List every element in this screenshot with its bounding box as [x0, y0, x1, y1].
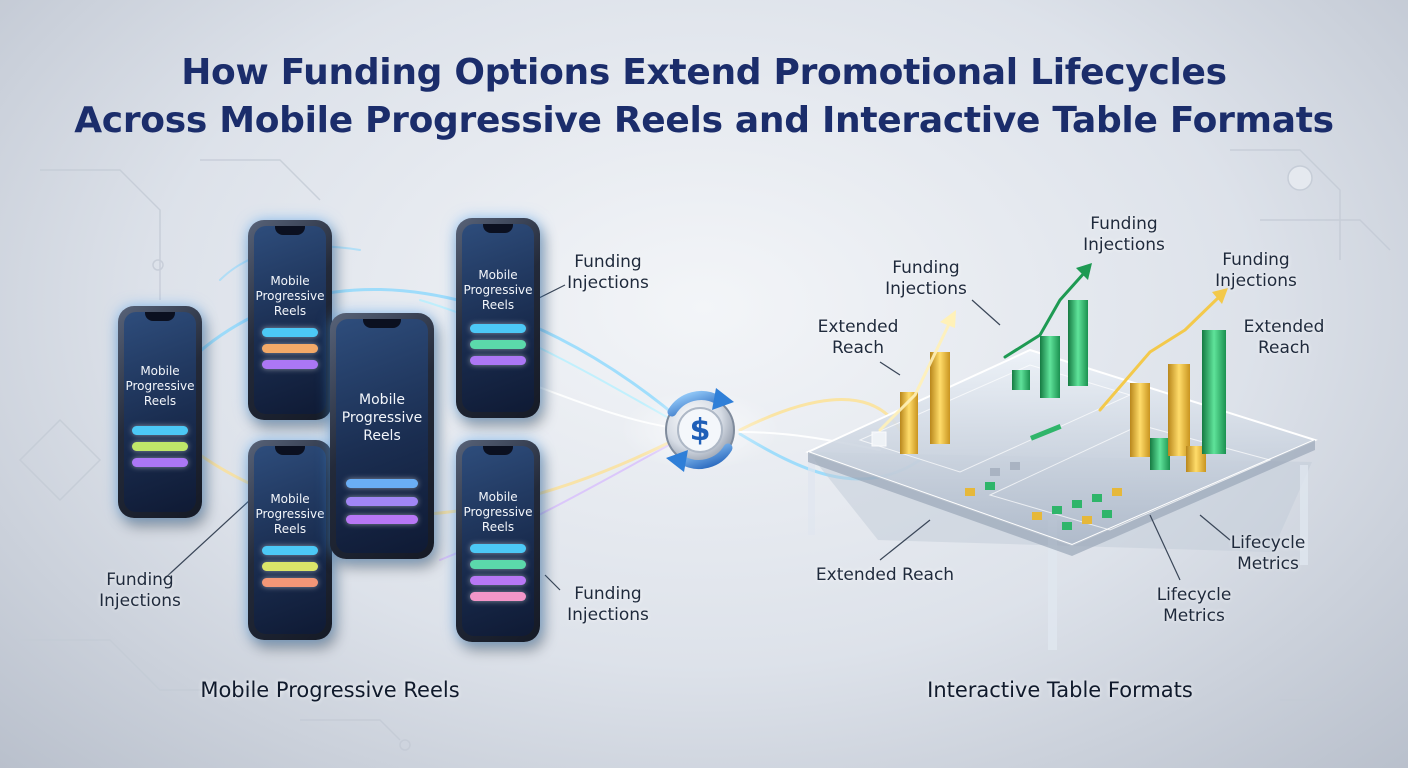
reel-bar-purple — [132, 458, 188, 467]
phone-4: Mobile Progressive Reels — [456, 218, 540, 418]
reel-bar-purple — [262, 360, 318, 369]
bar-chart-3d — [871, 300, 1226, 472]
phone-notch — [274, 446, 306, 455]
phone-notch — [482, 224, 514, 233]
phone-label: Mobile Progressive Reels — [255, 274, 325, 318]
reel-bar-cyan — [470, 544, 526, 553]
reel-bar-violet — [470, 592, 526, 601]
page-title-line-1: How Funding Options Extend Promotional L… — [181, 52, 1227, 93]
extended-reach-label-right: Extended Reach — [1243, 317, 1325, 358]
reel-bar-cyan — [132, 426, 188, 435]
extended-reach-label-left: Extended Reach — [817, 317, 899, 358]
bar-green-3 — [1068, 300, 1088, 386]
phone-center: Mobile Progressive Reels — [330, 313, 434, 559]
callout-lines — [162, 284, 1231, 591]
trend-arrows — [878, 263, 1228, 432]
phone-2: Mobile Progressive Reels — [248, 220, 332, 420]
reel-bar-orange — [262, 344, 318, 353]
reel-bar-green — [470, 560, 526, 569]
reel-bar-violet — [346, 515, 418, 524]
svg-text:$: $ — [690, 413, 711, 448]
funding-injections-label-left-bottom: Funding Injections — [99, 570, 181, 611]
section-label-mobile-reels: Mobile Progressive Reels — [200, 678, 460, 702]
reel-bar-cyan — [262, 546, 318, 555]
bar-green-5 — [1202, 330, 1226, 454]
phone-notch — [144, 312, 176, 321]
page-title-line-2: Across Mobile Progressive Reels and Inte… — [74, 100, 1334, 141]
funding-injections-label-right-1: Funding Injections — [885, 258, 967, 299]
bar-green-2 — [1040, 336, 1060, 398]
phone-1: Mobile Progressive Reels — [118, 306, 202, 518]
phone-label: Mobile Progressive Reels — [255, 492, 325, 536]
bar-green-1 — [1012, 370, 1030, 390]
funding-injections-label-right-3: Funding Injections — [1215, 250, 1297, 291]
bar-gold-2 — [930, 352, 950, 444]
reel-bar-yellow — [262, 562, 318, 571]
section-label-interactive-tables: Interactive Table Formats — [927, 678, 1193, 702]
funding-injections-label-left-lower: Funding Injections — [567, 584, 649, 625]
phone-screen: Mobile Progressive Reels — [254, 446, 326, 634]
lifecycle-metrics-label-2: Lifecycle Metrics — [1156, 585, 1232, 626]
phone-label: Mobile Progressive Reels — [341, 392, 423, 444]
bar-gold-5 — [1186, 446, 1206, 472]
phone-label: Mobile Progressive Reels — [125, 364, 195, 408]
reel-bar-cyan — [470, 324, 526, 333]
reel-bar-green — [470, 340, 526, 349]
cube-small — [871, 431, 887, 447]
bar-green-4 — [1150, 438, 1170, 470]
phone-notch — [274, 226, 306, 235]
phone-5: Mobile Progressive Reels — [456, 440, 540, 642]
phone-screen: Mobile Progressive Reels — [336, 319, 428, 553]
lifecycle-metrics-label-1: Lifecycle Metrics — [1230, 533, 1306, 574]
phone-screen: Mobile Progressive Reels — [462, 224, 534, 412]
reel-bar-purple — [470, 356, 526, 365]
reel-bar-cyan — [346, 479, 418, 488]
circuit-background — [18, 149, 1391, 751]
phone-notch — [482, 446, 514, 455]
bar-gold-3 — [1130, 383, 1150, 457]
phone-label: Mobile Progressive Reels — [463, 268, 533, 312]
reel-bar-orange — [262, 578, 318, 587]
extended-reach-label-bottom: Extended Reach — [815, 565, 955, 585]
phone-notch — [363, 319, 401, 328]
table-chips — [965, 462, 1122, 530]
phone-3: Mobile Progressive Reels — [248, 440, 332, 640]
dollar-cycle-icon: $ — [665, 388, 735, 472]
reel-bar-purple — [470, 576, 526, 585]
reel-bar-cyan — [262, 328, 318, 337]
phone-screen: Mobile Progressive Reels — [124, 312, 196, 512]
phone-screen: Mobile Progressive Reels — [462, 446, 534, 636]
reel-bar-purple — [346, 497, 418, 506]
bar-gold-4 — [1168, 364, 1190, 456]
reel-bar-yellow — [132, 442, 188, 451]
phone-screen: Mobile Progressive Reels — [254, 226, 326, 414]
funding-injections-label-left-top: Funding Injections — [567, 252, 649, 293]
phone-label: Mobile Progressive Reels — [463, 490, 533, 534]
funding-injections-label-right-2: Funding Injections — [1083, 214, 1165, 255]
